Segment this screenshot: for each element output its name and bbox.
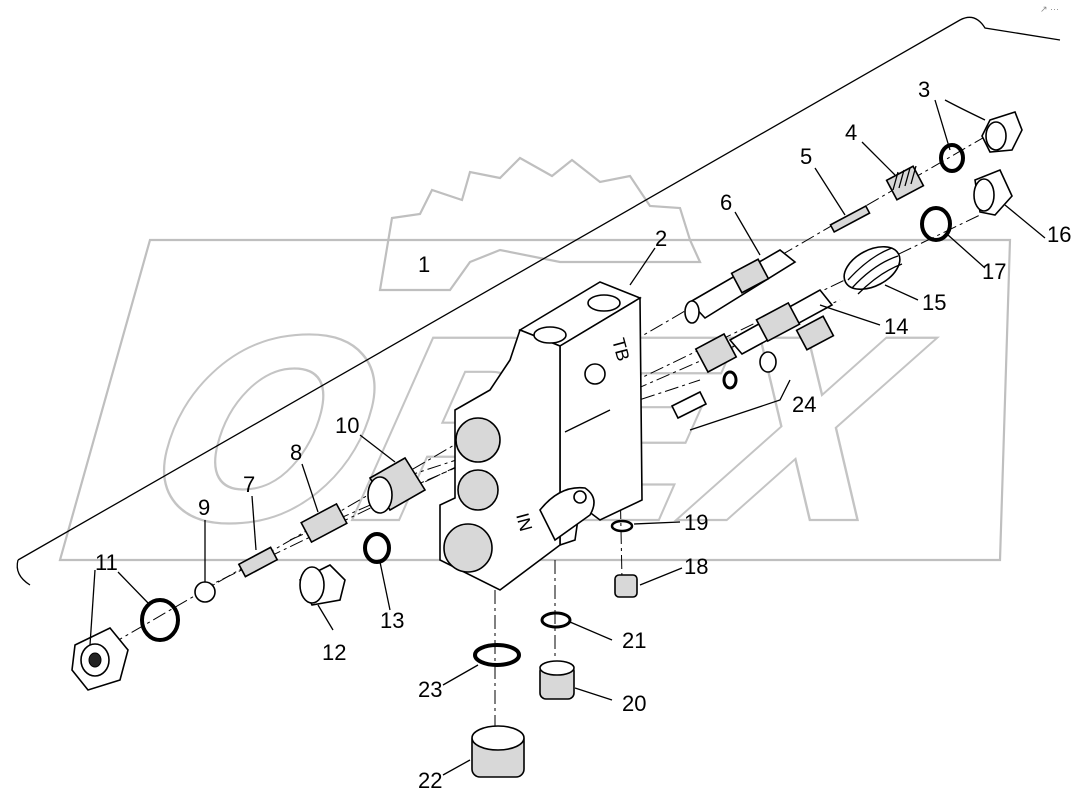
front-port-middle [457, 469, 499, 511]
callout-14: 14 [884, 314, 908, 339]
callout-1: 1 [418, 252, 430, 277]
leader-lines [89, 99, 1046, 776]
callout-3: 3 [918, 77, 930, 102]
part-10-plug [367, 456, 427, 514]
outline-frame [16, 16, 1061, 586]
part-5-pin [829, 204, 871, 234]
part-20-plug [539, 660, 575, 700]
part-17-oring [920, 206, 952, 242]
callout-23: 23 [418, 677, 442, 702]
callout-4: 4 [845, 120, 857, 145]
callout-10: 10 [335, 413, 359, 438]
part-6-spool [684, 249, 797, 324]
front-port-lower [443, 523, 493, 573]
part-23-oring [473, 643, 521, 667]
part-24-kit [670, 315, 835, 431]
side-plug [584, 363, 606, 385]
part-19-oring [610, 519, 634, 533]
callout-11: 11 [95, 550, 118, 575]
callout-22: 22 [418, 768, 442, 793]
watermark-gear-outline [378, 156, 702, 292]
callout-15: 15 [922, 290, 946, 315]
part-3-plug [981, 111, 1023, 153]
callout-20: 20 [622, 691, 646, 716]
callout-12: 12 [322, 640, 346, 665]
callout-5: 5 [800, 144, 812, 169]
callout-labels: 1 2 3 4 5 6 7 8 9 10 11 12 13 14 15 16 1… [95, 77, 1071, 793]
part-8-spring [300, 502, 348, 544]
part-15-spring [843, 245, 903, 295]
top-port-1 [533, 326, 567, 344]
callout-18: 18 [684, 554, 708, 579]
part-12-cap [298, 564, 346, 606]
part-4-spring [885, 165, 925, 201]
callout-16: 16 [1047, 222, 1071, 247]
marking-in: IN [512, 511, 536, 534]
part-9-washer [194, 581, 216, 603]
part-14-spool [728, 288, 834, 356]
boss-hole [573, 490, 587, 504]
callout-21: 21 [622, 628, 646, 653]
top-port-2 [587, 294, 621, 312]
part-7-pin [237, 546, 279, 578]
part-16-cap [973, 168, 1013, 216]
valve-body: TB IN [439, 281, 643, 591]
callout-13: 13 [380, 608, 404, 633]
part-18-plug [614, 574, 638, 598]
outline-frame-lower [16, 559, 31, 586]
corner-mark: ↗ ··· [1040, 4, 1059, 14]
callout-17: 17 [982, 259, 1006, 284]
part-11-fitting [71, 627, 129, 691]
callout-6: 6 [720, 190, 732, 215]
part-11-oring [140, 598, 180, 642]
callout-19: 19 [684, 510, 708, 535]
outline-frame-path [17, 16, 1061, 561]
part-17-oring-small [939, 143, 965, 173]
callout-2: 2 [655, 226, 667, 251]
callout-8: 8 [290, 440, 302, 465]
front-port-upper [455, 417, 501, 463]
part-22-cap [471, 725, 525, 778]
callout-7: 7 [243, 472, 255, 497]
callout-24: 24 [792, 392, 816, 417]
callout-9: 9 [198, 495, 210, 520]
watermark-banner-outline [58, 238, 1012, 562]
part-21-oring [540, 611, 572, 629]
part-13-oring [363, 532, 391, 564]
